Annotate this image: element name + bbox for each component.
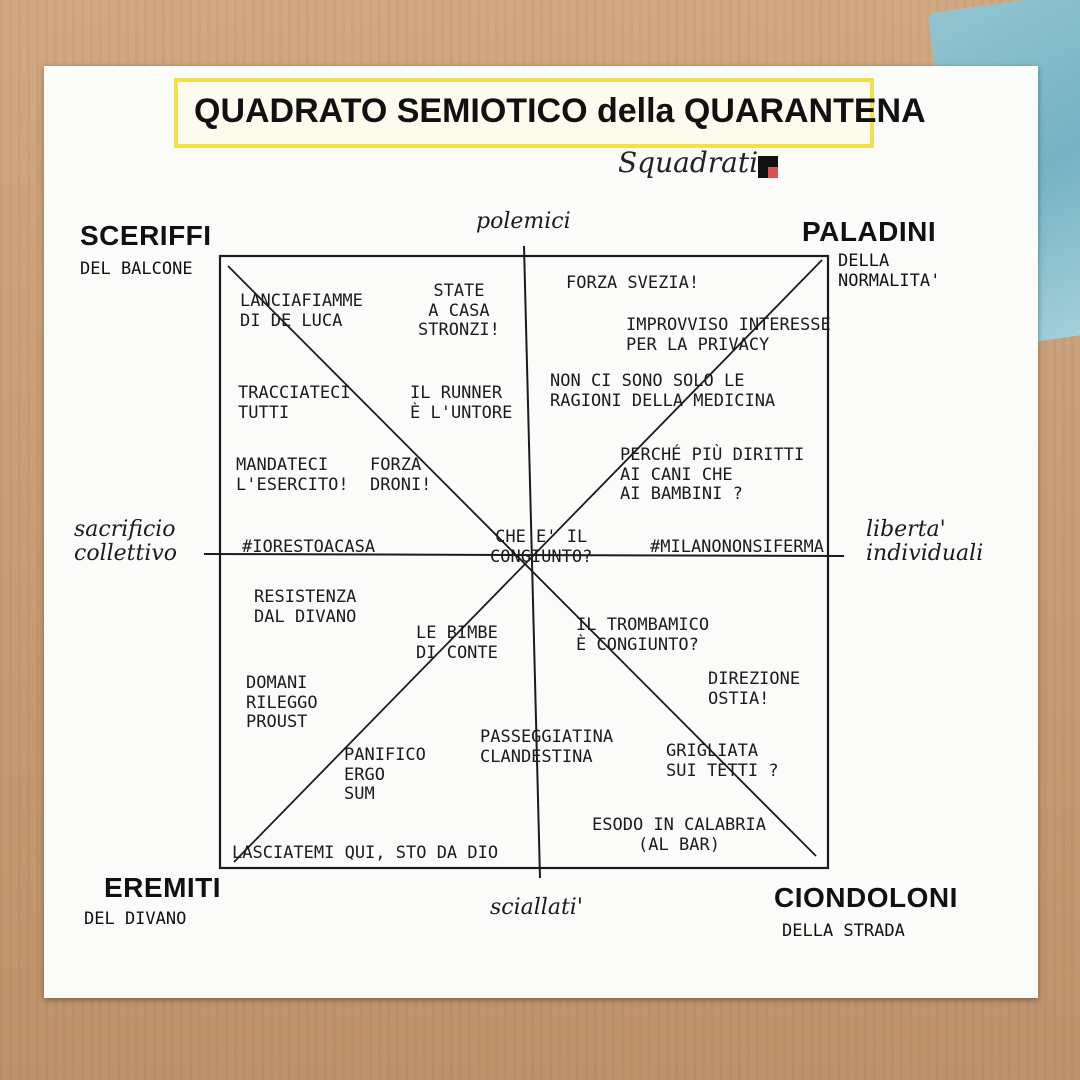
label-milano-non-si-ferma: #MILANONONSIFERMA — [650, 537, 824, 557]
label-domani-proust: DOMANI RILEGGO PROUST — [246, 673, 318, 733]
diagonal-descending — [227, 265, 817, 857]
label-direzione-ostia: DIREZIONE OSTIA! — [708, 669, 801, 709]
corner-bottom-left-title: EREMITI — [104, 872, 222, 903]
corner-bottom-left-subtitle: DEL DIVANO — [84, 909, 187, 929]
label-cani-bambini: PERCHÉ PIÙ DIRITTI AI CANI CHE AI BAMBIN… — [620, 445, 805, 505]
corner-top-left-title: SCERIFFI — [80, 220, 212, 251]
label-mandateci: MANDATECI L'ESERCITO! — [236, 455, 349, 495]
label-bimbe-di-conte: LE BIMBE DI CONTE — [416, 623, 498, 663]
brand-logo-icon — [758, 156, 778, 178]
diagonal-ascending — [233, 259, 823, 863]
square-lines — [203, 245, 845, 879]
label-lasciatemi: LASCIATEMI QUI, STO DA DIO — [232, 843, 499, 863]
label-runner: IL RUNNER È L'UNTORE — [410, 383, 513, 423]
label-passeggiatina: PASSEGGIATINA CLANDESTINA — [480, 727, 614, 767]
corner-top-right-title: PALADINI — [802, 216, 937, 247]
label-lanciafiamme: LANCIAFIAMME DI DE LUCA — [240, 291, 363, 331]
axis-top-label: polemici — [476, 209, 571, 234]
corner-bottom-right-subtitle: DELLA STRADA — [782, 921, 905, 941]
paper-sheet: QUADRATO SEMIOTICO della QUARANTENA Squa… — [44, 66, 1038, 998]
corner-top-left-subtitle: DEL BALCONE — [80, 259, 193, 279]
label-esodo: ESODO IN CALABRIA (AL BAR) — [592, 815, 766, 855]
diagram-title: QUADRATO SEMIOTICO della QUARANTENA — [194, 92, 926, 130]
label-io-resto-a-casa: #IORESTOACASA — [242, 537, 376, 557]
label-medicina: NON CI SONO SOLO LE RAGIONI DELLA MEDICI… — [550, 371, 776, 411]
center-label: CHE E' IL CONGIUNTO? — [490, 527, 593, 567]
axis-bottom-label: sciallati' — [490, 895, 583, 920]
label-state-a-casa: STATE A CASA STRONZI! — [418, 281, 500, 341]
label-resistenza: RESISTENZA DAL DIVANO — [254, 587, 357, 627]
corner-bottom-right-title: CIONDOLONI — [774, 882, 958, 913]
vertical-axis — [523, 245, 541, 879]
axis-left-label: sacrificio collettivo — [74, 517, 178, 567]
axis-right-label: liberta' individuali — [866, 517, 984, 567]
label-panifico: PANIFICO ERGO SUM — [344, 745, 426, 805]
label-forza-droni: FORZA DRONI! — [370, 455, 432, 495]
label-tracciateci: TRACCIATECI TUTTI — [238, 383, 351, 423]
label-trombamico: IL TROMBAMICO È CONGIUNTO? — [576, 615, 710, 655]
label-grigliata: GRIGLIATA SUI TETTI ? — [666, 741, 779, 781]
label-privacy: IMPROVVISO INTERESSE PER LA PRIVACY — [626, 315, 831, 355]
title-highlight — [174, 78, 874, 148]
brand-name: Squadrati — [618, 146, 759, 179]
corner-top-right-subtitle: DELLA NORMALITA' — [838, 251, 941, 291]
horizontal-axis — [203, 553, 845, 557]
label-forza-svezia: FORZA SVEZIA! — [566, 273, 700, 293]
